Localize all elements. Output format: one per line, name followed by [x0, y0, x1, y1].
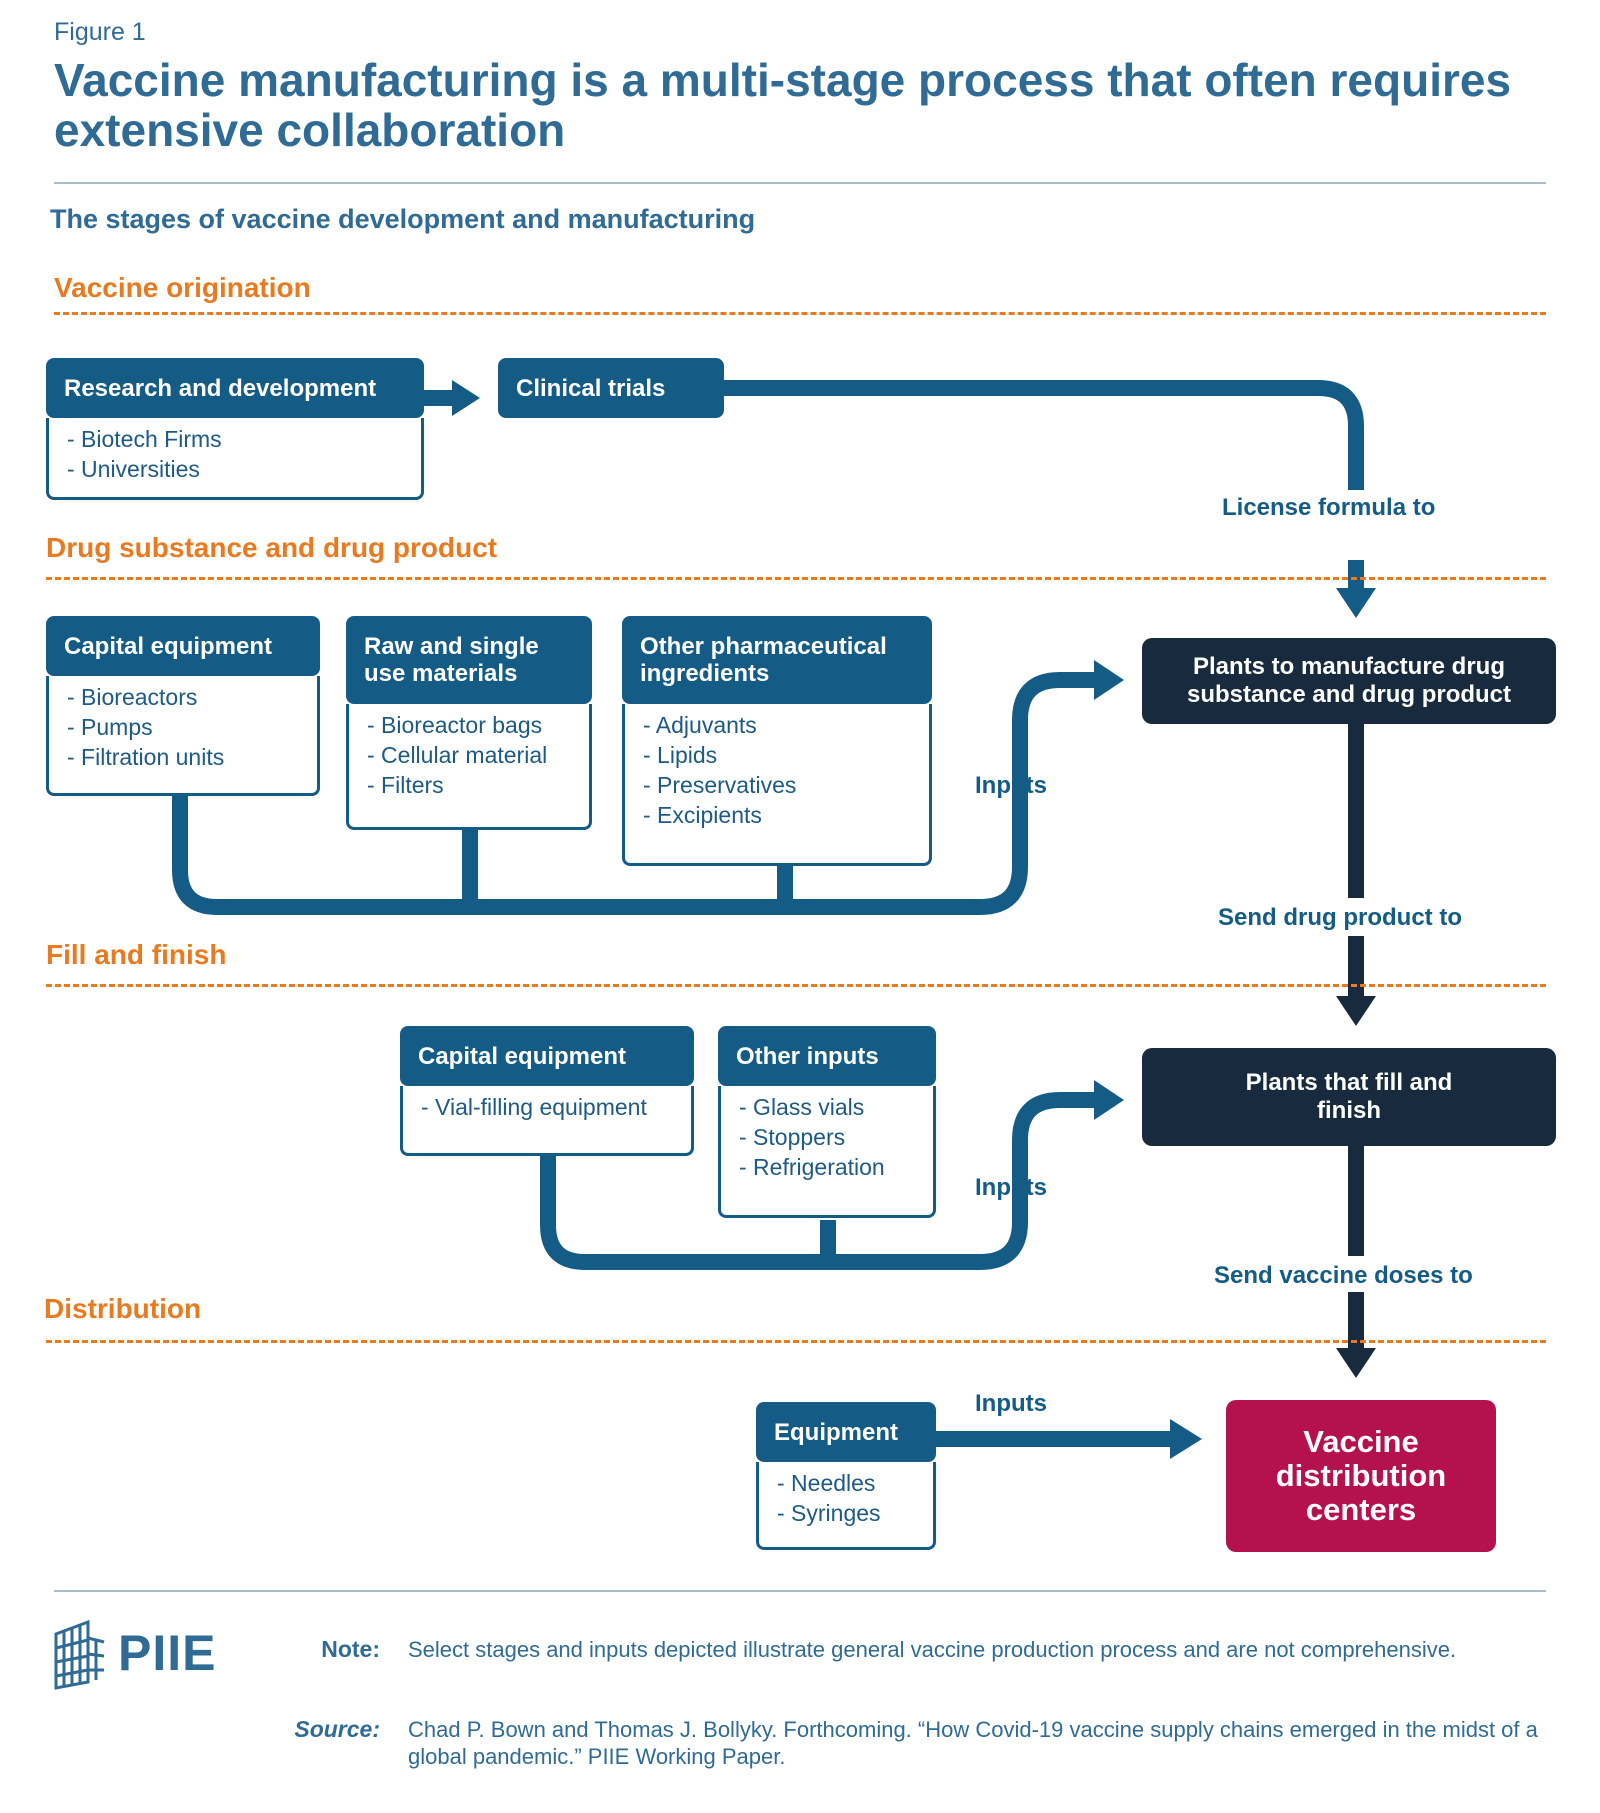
- fill-other-box-list: - Glass vials - Stoppers - Refrigeration: [718, 1086, 936, 1218]
- arrowhead-send-drug: [1336, 996, 1376, 1026]
- list-item: - Adjuvants: [643, 712, 757, 738]
- piie-logo-text: PIIE: [118, 1625, 217, 1681]
- stage-drug-label: Drug substance and drug product: [46, 532, 498, 563]
- stage-drug-divider: [46, 577, 1546, 580]
- subtitle: The stages of vaccine development and ma…: [50, 204, 756, 234]
- figure-label: Figure 1: [54, 18, 146, 46]
- list-item: - Lipids: [643, 742, 718, 768]
- fill-capital-box-title: Capital equipment: [400, 1026, 694, 1086]
- equipment-box-title: Equipment: [756, 1402, 936, 1462]
- raw-materials-box-title: Raw and single use materials: [346, 616, 592, 704]
- list-item: - Cellular material: [367, 742, 548, 768]
- arrowhead-equipment: [1170, 1419, 1202, 1459]
- list-item: - Refrigeration: [739, 1154, 885, 1180]
- stage-fill-label: Fill and finish: [46, 939, 227, 970]
- stage-origination-divider: [54, 312, 1546, 315]
- list-item: - Filters: [367, 772, 444, 798]
- arrowhead-drug-inputs: [1094, 660, 1124, 700]
- stage-distribution-divider: [46, 1340, 1546, 1343]
- note-text: Select stages and inputs depicted illust…: [408, 1637, 1457, 1662]
- list-item: - Stoppers: [739, 1124, 846, 1150]
- pharma-box-title: Other pharmaceutical ingredients: [622, 616, 932, 704]
- list-item: - Filtration units: [67, 744, 225, 770]
- footer-divider: [54, 1590, 1546, 1592]
- list-item: - Excipients: [643, 802, 762, 828]
- arrowhead-fill-inputs: [1094, 1080, 1124, 1120]
- fill-inputs-riser: [1012, 1092, 1098, 1200]
- note-label: Note:: [321, 1636, 380, 1662]
- fill-inputs-bracket: [540, 1140, 1028, 1270]
- piie-logo-icon: [54, 1619, 105, 1690]
- trials-to-plants-line-top: [724, 380, 1364, 490]
- fill-capital-box-list: - Vial-filling equipment: [400, 1086, 694, 1156]
- stage-distribution-label: Distribution: [44, 1293, 202, 1324]
- drug-plants-box: Plants to manufacture drug substance and…: [1142, 638, 1556, 724]
- source-label: Source:: [294, 1716, 380, 1742]
- fill-inputs-label: Inputs: [975, 1174, 1047, 1201]
- drug-capital-box-list: - Bioreactors - Pumps - Filtration units: [46, 676, 320, 796]
- equipment-box-list: - Needles - Syringes: [756, 1462, 936, 1550]
- raw-materials-box-list: - Bioreactor bags - Cellular material - …: [346, 704, 592, 830]
- drug-inputs-riser: [1012, 672, 1098, 780]
- distribution-inputs-label: Inputs: [975, 1390, 1047, 1417]
- list-item: - Preservatives: [643, 772, 797, 798]
- send-doses-label: Send vaccine doses to: [1214, 1262, 1473, 1289]
- arrowhead-rd-trials: [452, 380, 480, 416]
- clinical-trials-box: Clinical trials: [498, 358, 724, 418]
- drug-inputs-bracket: [172, 720, 1028, 915]
- pharma-box-list: - Adjuvants - Lipids - Preservatives - E…: [622, 704, 932, 866]
- drug-capital-box-title: Capital equipment: [46, 616, 320, 676]
- arrowhead-license: [1336, 588, 1376, 618]
- drug-inputs-label: Inputs: [975, 772, 1047, 799]
- stage-fill-divider: [46, 984, 1546, 987]
- list-item: - Bioreactors: [67, 684, 198, 710]
- list-item: - Glass vials: [739, 1094, 865, 1120]
- list-item: - Needles: [777, 1470, 876, 1496]
- send-drug-label: Send drug product to: [1218, 904, 1462, 931]
- stage-origination-label: Vaccine origination: [54, 272, 311, 303]
- list-item: - Universities: [67, 456, 200, 482]
- list-item: - Pumps: [67, 714, 153, 740]
- fill-plants-box: Plants that fill and finish: [1142, 1048, 1556, 1146]
- list-item: - Bioreactor bags: [367, 712, 543, 738]
- title-divider: [54, 182, 1546, 184]
- distribution-centers-box: Vaccine distribution centers: [1226, 1400, 1496, 1552]
- list-item: - Syringes: [777, 1500, 881, 1526]
- rd-box-list: - Biotech Firms - Universities: [46, 418, 424, 500]
- list-item: - Vial-filling equipment: [421, 1094, 647, 1120]
- page-title: Vaccine manufacturing is a multi-stage p…: [54, 54, 1512, 156]
- fill-other-box-title: Other inputs: [718, 1026, 936, 1086]
- arrowhead-send-doses: [1336, 1348, 1376, 1378]
- rd-box-title: Research and development: [46, 358, 424, 418]
- source-text: Chad P. Bown and Thomas J. Bollyky. Fort…: [408, 1717, 1538, 1769]
- list-item: - Biotech Firms: [67, 426, 222, 452]
- license-label: License formula to: [1222, 494, 1436, 521]
